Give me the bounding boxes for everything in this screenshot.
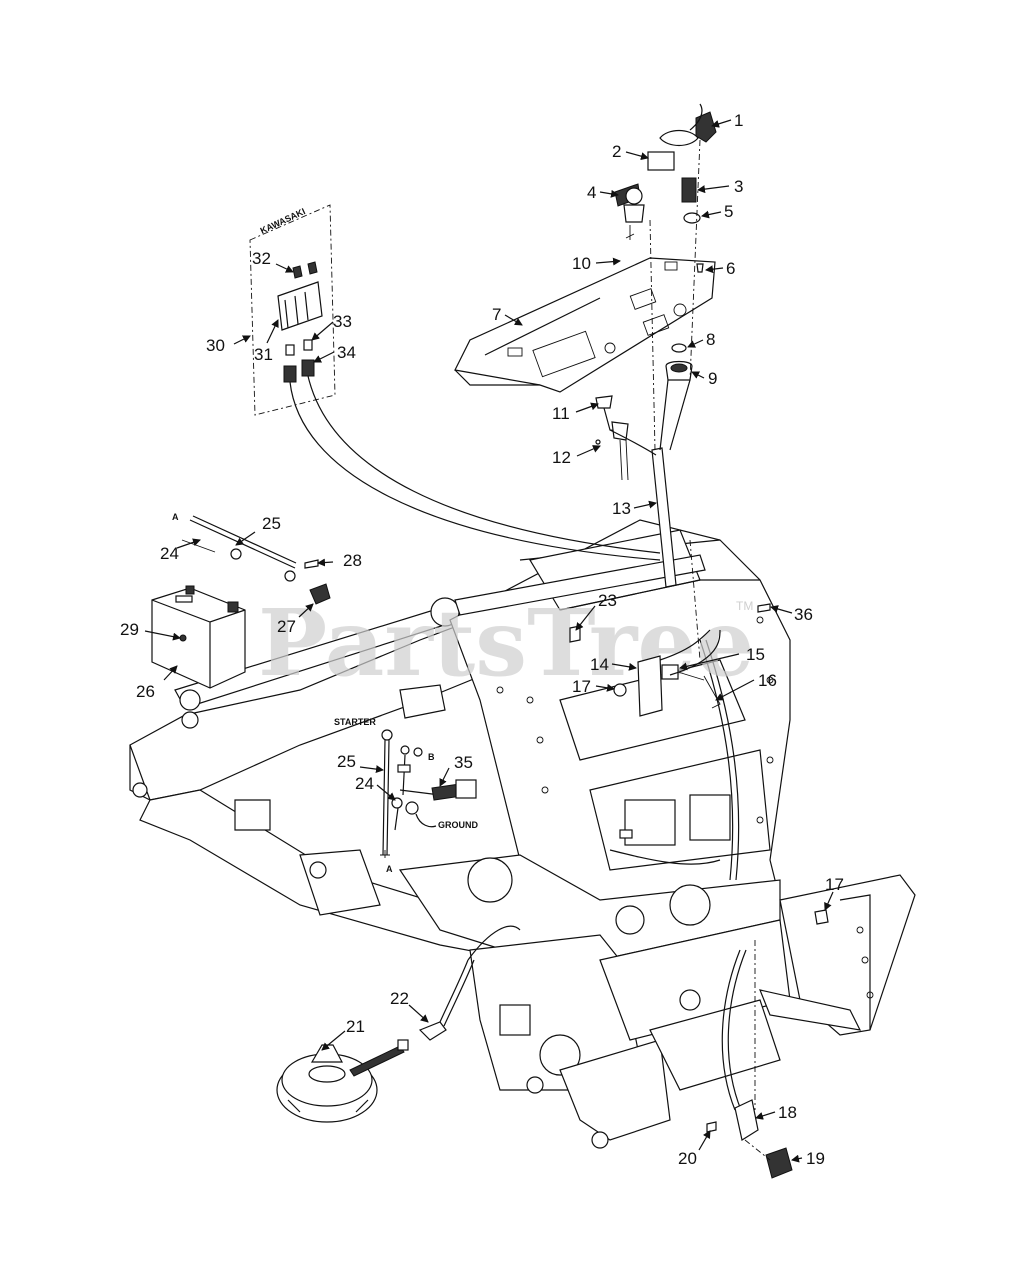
callout-36: 36	[794, 605, 813, 624]
callout-23: 23	[598, 591, 617, 610]
callout-30: 30	[206, 336, 225, 355]
callout-19: 19	[806, 1149, 825, 1168]
callout-17-frame: 17	[825, 875, 844, 894]
callout-24-battery: 24	[160, 544, 179, 563]
callout-9: 9	[708, 369, 717, 388]
callout-28: 28	[343, 551, 362, 570]
callout-6: 6	[726, 259, 735, 278]
callout-11: 11	[552, 404, 570, 423]
connector-a-bottom-label: A	[386, 864, 393, 874]
callout-17-switch: 17	[572, 677, 591, 696]
seat-switch-bracket	[569, 625, 721, 717]
connector-a-top-label: A	[172, 512, 179, 522]
callout-2: 2	[612, 142, 621, 161]
callout-27: 27	[277, 617, 296, 636]
callout-7: 7	[492, 305, 501, 324]
tractor-frame	[129, 519, 916, 1149]
callout-25-starter: 25	[337, 752, 356, 771]
battery-assembly	[151, 515, 331, 689]
callout-3: 3	[734, 177, 743, 196]
callout-arrows	[144, 119, 834, 1163]
bolt	[757, 603, 771, 613]
callout-32: 32	[252, 249, 271, 268]
callout-15: 15	[746, 645, 765, 664]
callout-numbers: 1 2 3 4 5 6 7 8 9 10 11 12 13 14 15 16 1…	[120, 111, 844, 1168]
dash-panel	[454, 257, 716, 393]
callout-18: 18	[778, 1103, 797, 1122]
callout-16: 16	[758, 671, 777, 690]
callout-20: 20	[678, 1149, 697, 1168]
screw	[696, 263, 704, 273]
light-switch	[625, 187, 643, 205]
starter-cables: STARTER B GROUND A A	[172, 512, 478, 874]
throttle-control	[595, 395, 629, 481]
watermark: PartsTree TM	[258, 589, 754, 697]
regulator-group: KAWASAKI	[249, 204, 661, 561]
callout-1: 1	[734, 111, 743, 130]
terminal-b-label: B	[428, 752, 435, 762]
callout-13: 13	[612, 499, 631, 518]
ground-label: GROUND	[438, 820, 478, 830]
callout-8: 8	[706, 330, 715, 349]
callout-25-battery: 25	[262, 514, 281, 533]
washer	[671, 343, 687, 353]
kawasaki-label: KAWASAKI	[259, 206, 307, 236]
callout-21: 21	[346, 1017, 365, 1036]
switch-nut	[683, 212, 701, 224]
nut	[814, 909, 829, 925]
callout-35: 35	[454, 753, 473, 772]
pto-knob-cap	[647, 151, 675, 171]
watermark-text: PartsTree	[258, 589, 754, 697]
callout-26: 26	[136, 682, 155, 701]
callout-34: 34	[337, 343, 356, 362]
callout-29: 29	[120, 620, 139, 639]
callout-12: 12	[552, 448, 571, 467]
starter-label: STARTER	[334, 717, 376, 727]
callout-31: 31	[254, 345, 273, 364]
watermark-tm: TM	[736, 599, 753, 613]
ignition-key	[659, 103, 717, 147]
pto-clutch	[276, 925, 521, 1123]
harness-conduit	[651, 447, 677, 588]
callout-4: 4	[587, 183, 596, 202]
callout-24-starter: 24	[355, 774, 374, 793]
callout-22: 22	[390, 989, 409, 1008]
ignition-switch	[681, 177, 697, 203]
callout-10: 10	[572, 254, 591, 273]
callout-5: 5	[724, 202, 733, 221]
reverse-switch	[706, 940, 793, 1179]
callout-33: 33	[333, 312, 352, 331]
callout-14: 14	[590, 655, 609, 674]
